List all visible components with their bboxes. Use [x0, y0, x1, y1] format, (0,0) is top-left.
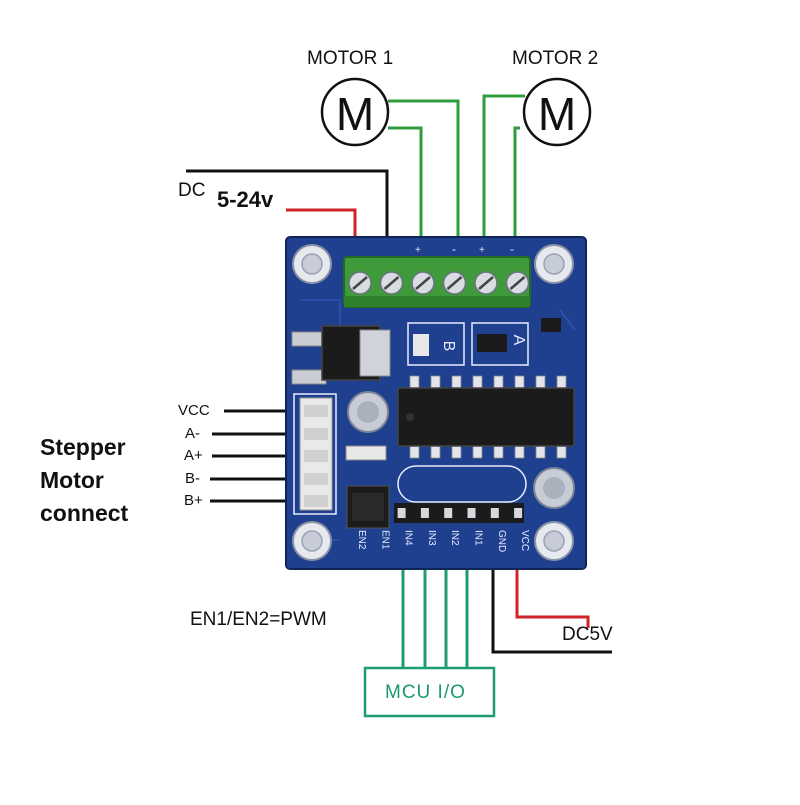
mounting-hole-top-left: [292, 244, 332, 284]
enable-jumper: [346, 485, 390, 529]
stepper-pin-b-plus: B+: [184, 492, 203, 509]
header-pin: [490, 508, 499, 518]
header-pin: [420, 508, 429, 518]
motor2-wire-inner: [513, 126, 520, 250]
header-pin-label: GND: [496, 530, 507, 552]
stepper-title: Stepper Motor connect: [40, 434, 129, 526]
capacitor-icon: [347, 391, 389, 433]
motor-2-icon: M: [522, 77, 592, 147]
dc-black-wire: [186, 169, 389, 260]
gnd-wire: [491, 545, 612, 654]
motor2-wire-outer: [482, 94, 525, 250]
motor1-wire-inner: [388, 126, 423, 250]
control-header: [394, 503, 524, 523]
mcu-io-label: MCU I/O: [385, 682, 466, 703]
svg-text:A: A: [510, 335, 527, 346]
header-pin-label: IN3: [426, 530, 437, 546]
header-pin-label: EN2: [356, 530, 367, 550]
silkscreen-oval: [397, 465, 527, 503]
smd-resistor: [345, 445, 387, 461]
channel-a-block: A: [471, 322, 529, 366]
terminal-mark-plus-2: +: [479, 245, 485, 256]
header-pin-label: VCC: [519, 530, 530, 551]
motor-1-icon: M: [320, 77, 390, 147]
capacitor-icon-2: [533, 467, 575, 509]
terminal-screw: [442, 271, 467, 295]
terminal-mark-plus-1: +: [415, 245, 421, 256]
voltage-label: 5-24v: [217, 187, 274, 212]
motor1-wire-outer: [388, 99, 460, 250]
stepper-pin-b-minus: B-: [185, 470, 200, 487]
header-pin-label: EN1: [379, 530, 390, 550]
motor-2-title: MOTOR 2: [512, 48, 599, 69]
dc5v-label: DC5V: [562, 624, 613, 645]
dc-label: DC: [178, 180, 206, 201]
header-pin: [514, 508, 523, 518]
header-pin: [444, 508, 453, 518]
voltage-regulator: [291, 325, 391, 385]
screw-terminal-icon: [343, 256, 531, 308]
terminal-mark-minus-2: -: [510, 242, 514, 256]
header-pin: [397, 508, 406, 518]
header-pin-label: IN1: [473, 530, 484, 546]
mounting-hole-bottom-right: [534, 521, 574, 561]
stepper-pin-a-minus: A-: [185, 425, 200, 442]
svg-text:B: B: [440, 341, 457, 352]
terminal-screw: [411, 271, 435, 295]
svg-text:M: M: [538, 88, 576, 140]
mounting-hole-bottom-left: [292, 521, 332, 561]
header-pin-label: IN2: [449, 530, 460, 546]
driver-board: + - + - B A: [285, 236, 587, 570]
stepper-connector: [293, 393, 337, 515]
pwm-note: EN1/EN2=PWM: [190, 609, 327, 630]
header-pin-label: IN4: [403, 530, 414, 546]
terminal-screw: [348, 271, 372, 295]
terminal-screw: [379, 271, 404, 295]
channel-b-block: B: [407, 322, 465, 366]
motor-1-title: MOTOR 1: [307, 48, 394, 69]
terminal-screw: [474, 271, 498, 295]
stepper-pin-a-plus: A+: [184, 447, 203, 464]
mounting-hole-top-right: [534, 244, 574, 284]
stepper-pin-vcc: VCC: [178, 402, 210, 419]
terminal-mark-minus-1: -: [452, 242, 456, 256]
svg-text:M: M: [336, 88, 374, 140]
header-pin: [467, 508, 476, 518]
mcu-box: [363, 666, 496, 718]
small-chip: [541, 318, 561, 332]
vcc-5v-wire: [515, 545, 590, 628]
terminal-screw: [505, 271, 530, 295]
ic-chip-icon: [397, 375, 575, 459]
